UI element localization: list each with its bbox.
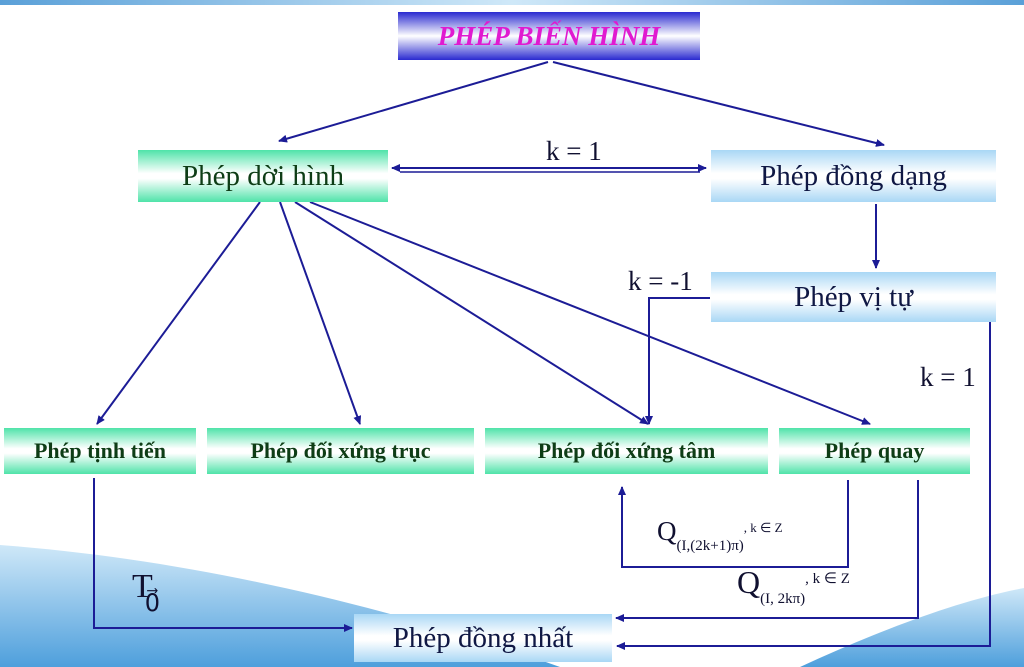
node-label: Phép đối xứng trục — [250, 438, 431, 463]
q-subscript: (I,(2k+1)π) — [676, 538, 744, 554]
arrow-quay-to-doi-xung-tam — [618, 480, 849, 568]
label-t-zero: T0⃗ — [132, 568, 168, 617]
q-symbol: Q — [657, 516, 677, 546]
node-doi-xung-tam: Phép đối xứng tâm — [485, 428, 768, 474]
title-box: PHÉP BIẾN HÌNH — [398, 12, 700, 60]
node-dong-nhat: Phép đồng nhất — [354, 614, 612, 662]
node-tinh-tien: Phép tịnh tiến — [4, 428, 196, 474]
q-subscript: (I, 2kπ) — [760, 591, 806, 607]
node-label: Phép tịnh tiến — [33, 438, 167, 463]
q-condition: , k ∈ Z — [743, 520, 783, 535]
top-border — [0, 0, 1024, 5]
q-symbol: Q — [737, 564, 761, 600]
arrow-tinh-tien-to-dong-nhat — [93, 478, 353, 632]
label-q-even: Q(I, 2kπ) , k ∈ Z — [737, 564, 850, 607]
arrow-to-quay — [309, 201, 871, 425]
node-label: Phép quay — [824, 438, 925, 463]
arrow-quay-to-dong-nhat — [615, 480, 919, 622]
q-condition: , k ∈ Z — [805, 571, 850, 587]
arrow-to-doi-xung-tam — [294, 201, 649, 425]
t-symbol: T — [132, 568, 153, 605]
node-dong-dang: Phép đồng dạng — [711, 150, 996, 202]
arrow-to-tinh-tien — [96, 201, 261, 425]
node-label: Phép đồng nhất — [392, 621, 574, 654]
node-vi-tu: Phép vị tự — [711, 272, 996, 322]
node-label: Phép dời hình — [182, 159, 344, 192]
background-swoosh-right — [800, 588, 1024, 667]
node-label: Phép đồng dạng — [760, 159, 947, 192]
label-k1-top: k = 1 — [546, 136, 602, 166]
arrow-title-to-dong-dang — [552, 61, 885, 147]
arrow-to-doi-xung-truc — [279, 201, 362, 425]
node-doi-hinh: Phép dời hình — [138, 150, 388, 202]
t-subscript: 0⃗ — [144, 591, 161, 617]
label-k-neg1: k = -1 — [628, 266, 693, 296]
label-k1-right: k = 1 — [920, 362, 976, 392]
arrow-vi-tu-k1 — [616, 322, 991, 650]
node-label: Phép đối xứng tâm — [537, 438, 716, 463]
arrow-vi-tu-k-neg1 — [645, 297, 710, 425]
node-quay: Phép quay — [779, 428, 970, 474]
node-doi-xung-truc: Phép đối xứng trục — [207, 428, 474, 474]
node-label: Phép vị tự — [794, 280, 913, 313]
title-text: PHÉP BIẾN HÌNH — [437, 20, 661, 51]
label-q-odd: Q(I,(2k+1)π) , k ∈ Z — [657, 516, 783, 554]
arrow-title-to-doi-hinh — [278, 61, 549, 143]
